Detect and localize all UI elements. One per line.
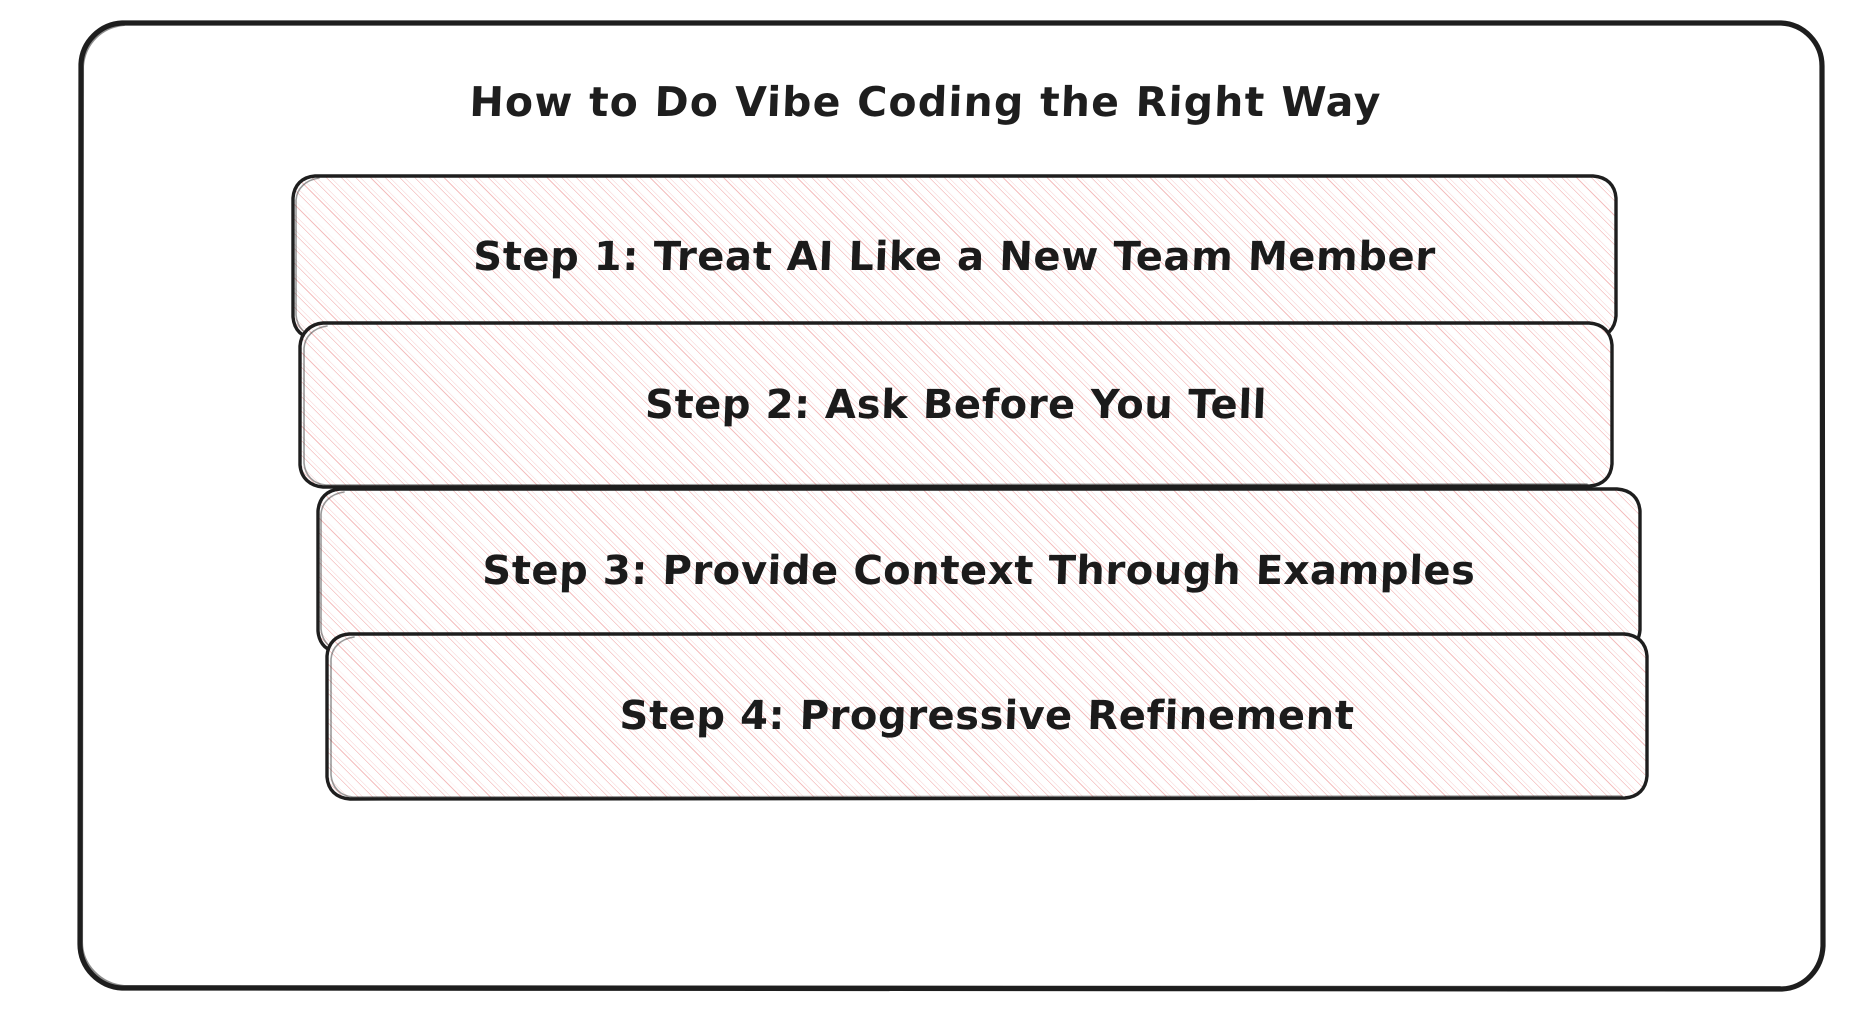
step-box-2[interactable]: Step 2: Ask Before You Tell [298,321,1614,489]
step-box-2-hatch-fill [300,322,1612,487]
outer-frame [77,20,1826,995]
diagram-title: How to Do Vibe Coding the Right Way [468,78,1383,126]
step-box-1[interactable]: Step 1: Treat AI Like a New Team Member [291,174,1618,341]
step-box-1-hatch-fill [293,175,1616,339]
step-box-3-hatch-fill [318,488,1640,653]
step-box-4-hatch-fill [327,633,1647,799]
step-box-4-border [325,632,1649,801]
step-box-3[interactable]: Step 3: Provide Context Through Examples [316,487,1642,655]
step-box-2-border [298,321,1614,489]
outer-frame-stroke [77,20,1826,992]
outer-frame-stroke-secondary [80,23,1782,989]
step-box-4[interactable]: Step 4: Progressive Refinement [325,632,1649,801]
